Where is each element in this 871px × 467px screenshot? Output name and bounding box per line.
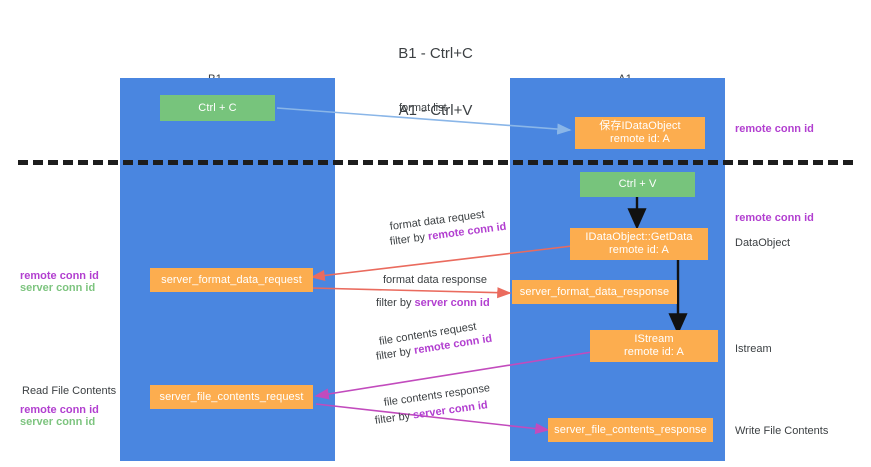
annotation-right-dataobject: DataObject bbox=[735, 237, 791, 249]
filter-prefix: filter by bbox=[389, 230, 429, 248]
annotation-right-remote-conn-top: remote conn id bbox=[735, 123, 814, 135]
node-idataobject-saved-line2: remote id: A bbox=[610, 133, 670, 145]
node-server-format-data-response[interactable]: server_format_data_response bbox=[512, 280, 677, 304]
annotation-left-server-conn: server conn id bbox=[20, 282, 96, 294]
annotation-left-remote-conn-2: remote conn id bbox=[20, 404, 99, 416]
node-server-file-contents-request-label: server_file_contents_request bbox=[159, 390, 304, 403]
node-ctrl-v[interactable]: Ctrl + V bbox=[580, 172, 695, 197]
edge-label-format-data-response-text: format data response bbox=[383, 274, 487, 286]
node-idataobject-getdata-line2: remote id: A bbox=[609, 244, 669, 256]
node-idataobject-saved-line1: 保存IDataObject bbox=[599, 120, 681, 132]
edge-label-format-list: format list bbox=[399, 102, 447, 114]
title-line-1: B1 - Ctrl+C bbox=[398, 45, 473, 62]
node-server-file-contents-response-label: server_file_contents_response bbox=[554, 423, 707, 436]
phase-divider bbox=[18, 160, 853, 165]
node-server-format-data-request[interactable]: server_format_data_request bbox=[150, 268, 313, 292]
annotation-right-write-file-contents: Write File Contents bbox=[735, 425, 829, 437]
node-ctrl-v-label: Ctrl + V bbox=[618, 178, 657, 190]
filter-prefix: filter by bbox=[376, 297, 415, 309]
node-idataobject-getdata[interactable]: IDataObject::GetData remote id: A bbox=[570, 228, 708, 260]
annotation-left-server-conn-2: server conn id bbox=[20, 416, 96, 428]
node-server-file-contents-request[interactable]: server_file_contents_request bbox=[150, 385, 313, 409]
annotation-right-remote-conn-mid: remote conn id bbox=[735, 212, 814, 224]
edge-label-format-data-response: format data response filter by server co… bbox=[376, 273, 490, 310]
edge-label-file-contents-request: file contents request filter by remote c… bbox=[375, 321, 493, 364]
node-istream-line1: IStream bbox=[634, 333, 674, 345]
node-server-file-contents-response[interactable]: server_file_contents_response bbox=[548, 418, 713, 442]
node-idataobject-saved[interactable]: 保存IDataObject remote id: A bbox=[575, 117, 705, 149]
edge-label-format-data-request: format data request filter by remote con… bbox=[389, 209, 507, 249]
edge-label-format-data-response-filter: filter by server conn id bbox=[376, 296, 490, 310]
node-server-format-data-request-label: server_format_data_request bbox=[161, 273, 302, 286]
node-istream[interactable]: IStream remote id: A bbox=[590, 330, 718, 362]
node-istream-line2: remote id: A bbox=[624, 346, 684, 358]
annotation-left-read-file-contents: Read File Contents bbox=[22, 385, 117, 397]
node-server-format-data-response-label: server_format_data_response bbox=[519, 285, 670, 298]
filter-prefix: filter by bbox=[374, 409, 414, 427]
node-idataobject-getdata-line1: IDataObject::GetData bbox=[585, 231, 693, 243]
annotation-right-istream: Istream bbox=[735, 343, 772, 355]
annotation-left-remote-conn: remote conn id bbox=[20, 270, 99, 282]
filter-key-server-conn-id: server conn id bbox=[414, 297, 490, 309]
node-ctrl-c-label: Ctrl + C bbox=[198, 101, 237, 114]
edge-label-file-contents-response: file contents response filter by server … bbox=[374, 382, 491, 428]
node-ctrl-c[interactable]: Ctrl + C bbox=[160, 95, 275, 121]
